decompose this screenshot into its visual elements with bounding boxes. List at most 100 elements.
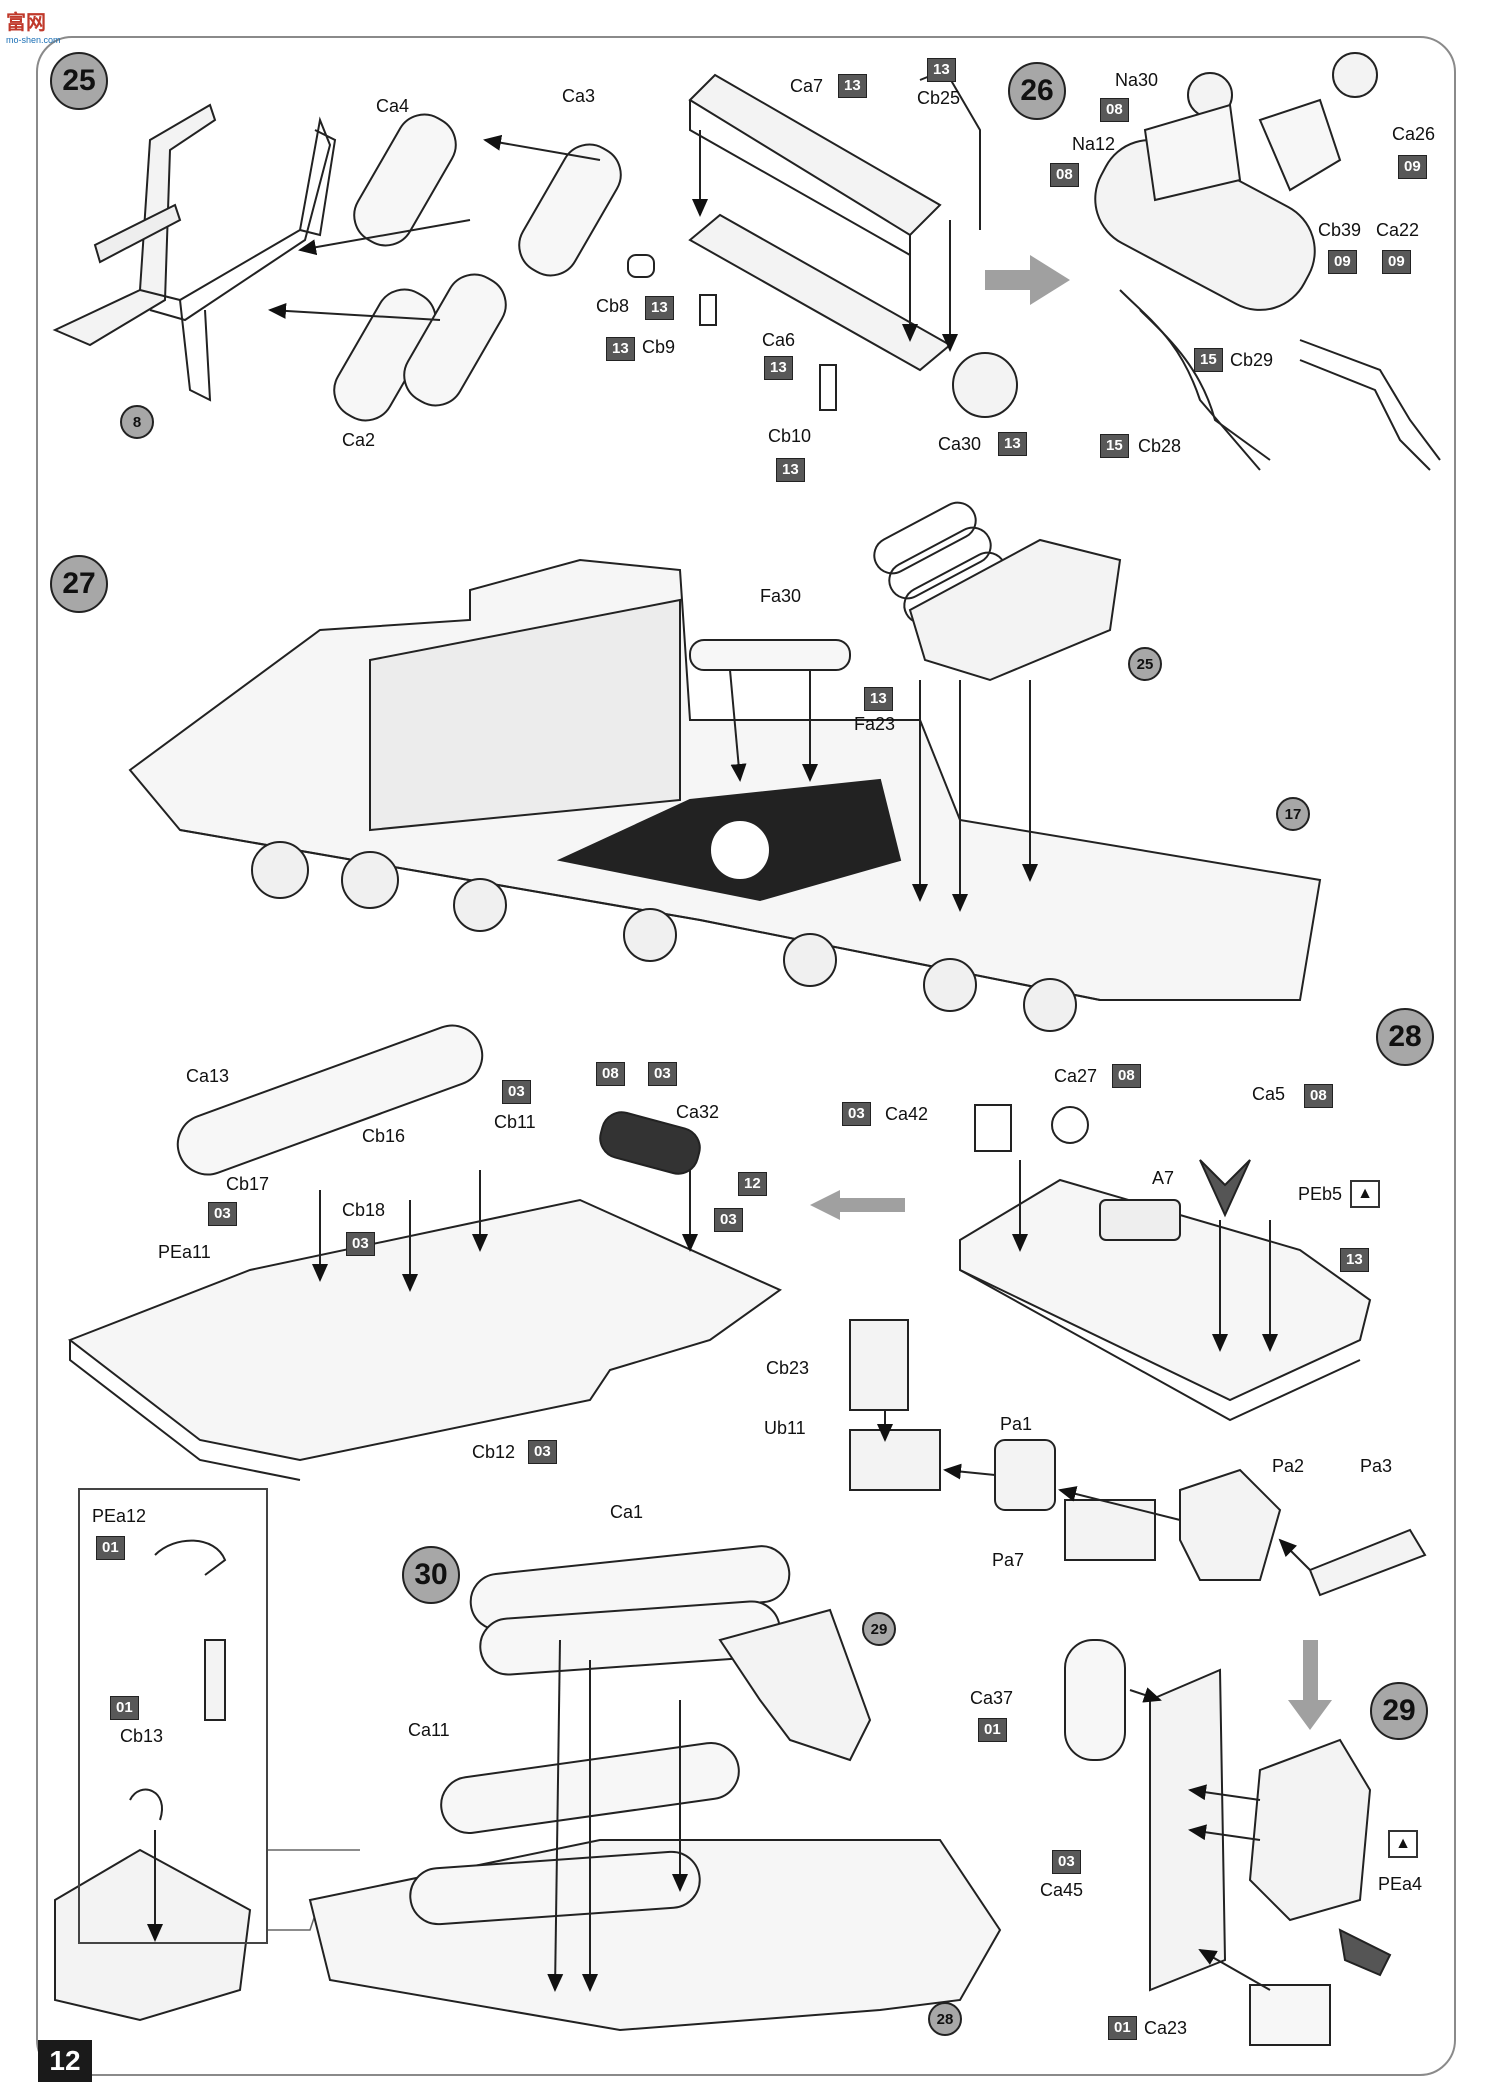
part-label-a7: A7 (1152, 1168, 1175, 1188)
step-number-25: 25 (50, 52, 108, 110)
sprue-tag-cb29: 15 (1194, 348, 1223, 372)
sprue-tag-pea12: 01 (96, 1536, 125, 1560)
sprue-tag-cb11: 03 (502, 1080, 531, 1104)
ref-step-8: 8 (120, 405, 154, 439)
part-label-ca23: Ca23 (1144, 2018, 1188, 2038)
part-label-cb12: Cb12 (472, 1442, 516, 1462)
detail-inset-box (78, 1488, 268, 1944)
part-label-ca11: Ca11 (408, 1720, 450, 1740)
part-label-cb10: Cb10 (768, 426, 812, 446)
part-label-pa3: Pa3 (1360, 1456, 1393, 1476)
part-label-ca3: Ca3 (562, 86, 596, 106)
flow-arrow-icon (985, 255, 1070, 305)
part-label-cb23: Cb23 (766, 1358, 810, 1378)
part-label-cb8: Cb8 (596, 296, 630, 316)
sprue-tag-cb25: 13 (927, 58, 956, 82)
part-label-cb17: Cb17 (226, 1174, 270, 1194)
hull-step28a-drawing (67, 1024, 782, 1481)
panel-step29-drawing (1064, 1639, 1392, 2046)
part-label-cb13: Cb13 (120, 1726, 164, 1746)
ref-step-25: 25 (1128, 647, 1162, 681)
part-label-pa1: Pa1 (1000, 1414, 1033, 1434)
step-number-26: 26 (1008, 62, 1066, 120)
part-label-cb18: Cb18 (342, 1200, 386, 1220)
sprue-tag-ca32-b: 03 (648, 1062, 677, 1086)
sprue-tag-hull: 03 (714, 1208, 743, 1232)
sprue-tag-cb17: 03 (208, 1202, 237, 1226)
part-label-fa23: Fa23 (854, 714, 896, 734)
sprue-tag-ca32-c: 12 (738, 1172, 767, 1196)
part-label-ca45: Ca45 (1040, 1880, 1084, 1900)
part-label-cb16: Cb16 (362, 1126, 406, 1146)
part-label-ca1: Ca1 (610, 1502, 644, 1522)
sprue-tag-ca7: 13 (838, 74, 867, 98)
part-label-pa7: Pa7 (992, 1550, 1025, 1570)
part-label-ub11: Ub11 (764, 1418, 806, 1438)
part-label-cb29: Cb29 (1230, 350, 1274, 370)
ref-step-29: 29 (862, 1612, 896, 1646)
part-label-pea4: PEa4 (1378, 1874, 1423, 1894)
sprue-tag-ca27: 08 (1112, 1064, 1141, 1088)
sprue-tag-cb9: 13 (606, 337, 635, 361)
part-label-ca42: Ca42 (885, 1104, 929, 1124)
sprue-tag-ca30: 13 (998, 432, 1027, 456)
part-label-cb28: Cb28 (1138, 436, 1182, 456)
part-label-peb5: PEb5 (1298, 1184, 1343, 1204)
step-number-27: 27 (50, 555, 108, 613)
part-label-pea11: PEa11 (158, 1242, 211, 1262)
photo-etch-icon-2: ▲ (1388, 1830, 1418, 1858)
muffler-step26-drawing (1094, 52, 1441, 471)
photo-etch-icon: ▲ (1350, 1180, 1380, 1208)
page-frame (36, 36, 1456, 2076)
part-label-cb25: Cb25 (917, 88, 961, 108)
step-number-29: 29 (1370, 1682, 1428, 1740)
hull-step27-drawing (128, 501, 1322, 1032)
part-label-pea12: PEa12 (92, 1506, 147, 1526)
part-label-ca6: Ca6 (762, 330, 796, 350)
part-label-ca2: Ca2 (342, 430, 376, 450)
part-label-ca26: Ca26 (1392, 124, 1436, 144)
cover-step25b-drawing (627, 68, 1018, 418)
part-label-ca32: Ca32 (676, 1102, 720, 1122)
page-number: 12 (38, 2040, 92, 2082)
sprue-tag-ca45: 03 (1052, 1850, 1081, 1874)
ref-step-28: 28 (928, 2002, 962, 2036)
sprue-tag-a7: 13 (1340, 1248, 1369, 1272)
part-label-cb9: Cb9 (642, 337, 676, 357)
part-label-ca22: Ca22 (1376, 220, 1420, 240)
flow-arrow-icon-3 (1288, 1640, 1332, 1730)
sprue-tag-fa23: 13 (864, 687, 893, 711)
sprue-tag-cb10: 13 (776, 458, 805, 482)
sprue-tag-cb18: 03 (346, 1232, 375, 1256)
part-label-ca30: Ca30 (938, 434, 982, 454)
hull-step30-drawing (308, 1545, 1002, 2032)
part-label-ca7: Ca7 (790, 76, 824, 96)
sprue-tag-ca37: 01 (978, 1718, 1007, 1742)
ammo-rack-frame-drawing (52, 103, 337, 402)
step-number-28: 28 (1376, 1008, 1434, 1066)
ref-step-17: 17 (1276, 797, 1310, 831)
shells-step25-drawing (268, 113, 622, 422)
part-label-ca27: Ca27 (1054, 1066, 1098, 1086)
sprue-tag-na12: 08 (1050, 163, 1079, 187)
sprue-tag-na30: 08 (1100, 98, 1129, 122)
step-number-30: 30 (402, 1546, 460, 1604)
sprue-tag-cb39: 09 (1328, 250, 1357, 274)
sprue-tag-ca23: 01 (1108, 2016, 1137, 2040)
part-label-ca13: Ca13 (186, 1066, 230, 1086)
sprue-tag-ca6: 13 (764, 356, 793, 380)
sprue-tag-ca22: 09 (1382, 250, 1411, 274)
sprue-tag-ca5: 08 (1304, 1084, 1333, 1108)
sprue-tag-cb12: 03 (528, 1440, 557, 1464)
part-label-na30: Na30 (1115, 70, 1159, 90)
sprue-tag-ca32-a: 08 (596, 1062, 625, 1086)
part-label-pa2: Pa2 (1272, 1456, 1305, 1476)
inset-detail-drawing (54, 1539, 252, 2022)
sprue-tag-cb8: 13 (645, 296, 674, 320)
part-label-fa30: Fa30 (760, 586, 802, 606)
sprue-tag-cb28: 15 (1100, 434, 1129, 458)
part-label-ca37: Ca37 (970, 1688, 1014, 1708)
sprue-tag-ca42: 03 (842, 1102, 871, 1126)
